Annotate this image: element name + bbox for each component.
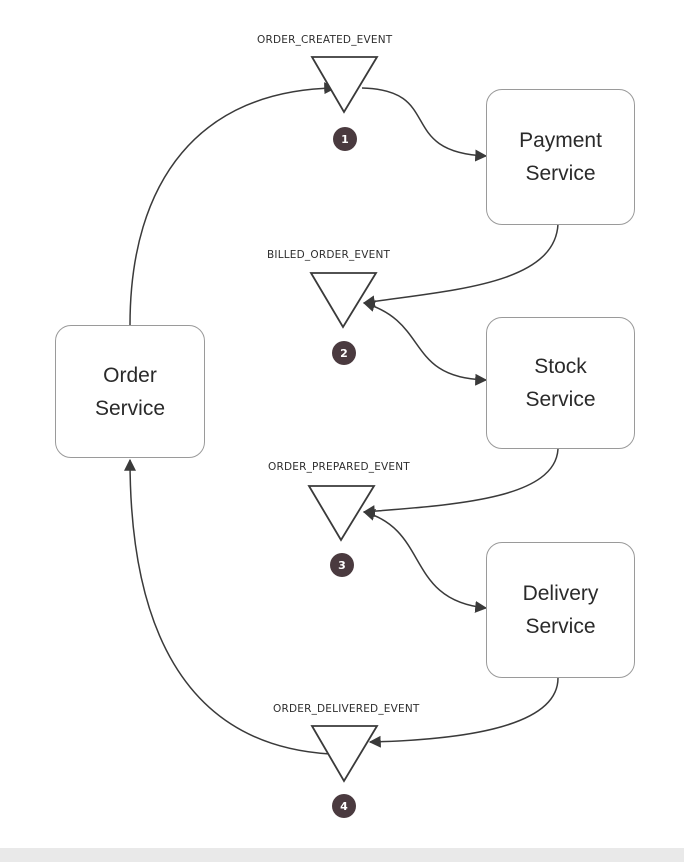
event-triangle-4 — [310, 725, 379, 783]
event-label-4: ORDER_DELIVERED_EVENT — [273, 703, 420, 715]
connector-delivered-to-order — [124, 458, 331, 755]
event-label-3: ORDER_PREPARED_EVENT — [268, 461, 410, 473]
event-triangle-2 — [309, 272, 378, 329]
connector-delivery-to-delivered — [368, 677, 559, 748]
payment-service-label: Payment Service — [519, 129, 602, 185]
connector-created-to-payment — [361, 87, 488, 162]
connector-stock-to-prepared — [362, 448, 559, 518]
connector-prepared-to-delivery — [362, 509, 488, 613]
event-triangle-3 — [307, 485, 376, 542]
payment-service-box: Payment Service — [486, 89, 635, 225]
step-number-1: 1 — [341, 133, 349, 146]
step-badge-3: 3 — [330, 553, 354, 577]
step-badge-2: 2 — [332, 341, 356, 365]
step-number-3: 3 — [338, 559, 346, 572]
stock-service-label: Stock Service — [525, 355, 596, 411]
bottom-band — [0, 848, 684, 862]
order-service-label: Order Service — [94, 363, 166, 420]
connector-payment-to-billed — [362, 223, 559, 308]
order-service-box: Order Service — [55, 325, 205, 458]
step-number-4: 4 — [340, 800, 348, 813]
delivery-service-box: Delivery Service — [486, 542, 635, 678]
event-triangle-1 — [310, 56, 379, 114]
delivery-service-label: Delivery Service — [522, 582, 599, 638]
connector-order-to-created — [129, 82, 337, 326]
step-badge-4: 4 — [332, 794, 356, 818]
stock-service-box: Stock Service — [486, 317, 635, 449]
event-label-2: BILLED_ORDER_EVENT — [267, 249, 391, 261]
step-number-2: 2 — [340, 347, 348, 360]
step-badge-1: 1 — [333, 127, 357, 151]
event-label-1: ORDER_CREATED_EVENT — [257, 34, 393, 46]
connector-billed-to-stock — [362, 300, 488, 386]
